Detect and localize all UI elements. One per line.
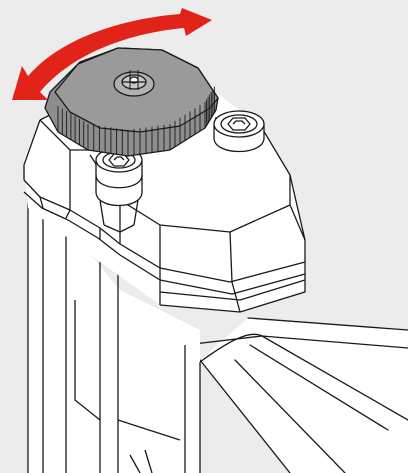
fork-column <box>27 180 201 473</box>
adjustment-knob <box>44 47 219 157</box>
hex-socket-icon <box>227 117 251 131</box>
rotation-arrow <box>12 8 212 100</box>
support-bar <box>184 317 408 473</box>
hex-socket-screw-right <box>213 110 265 153</box>
